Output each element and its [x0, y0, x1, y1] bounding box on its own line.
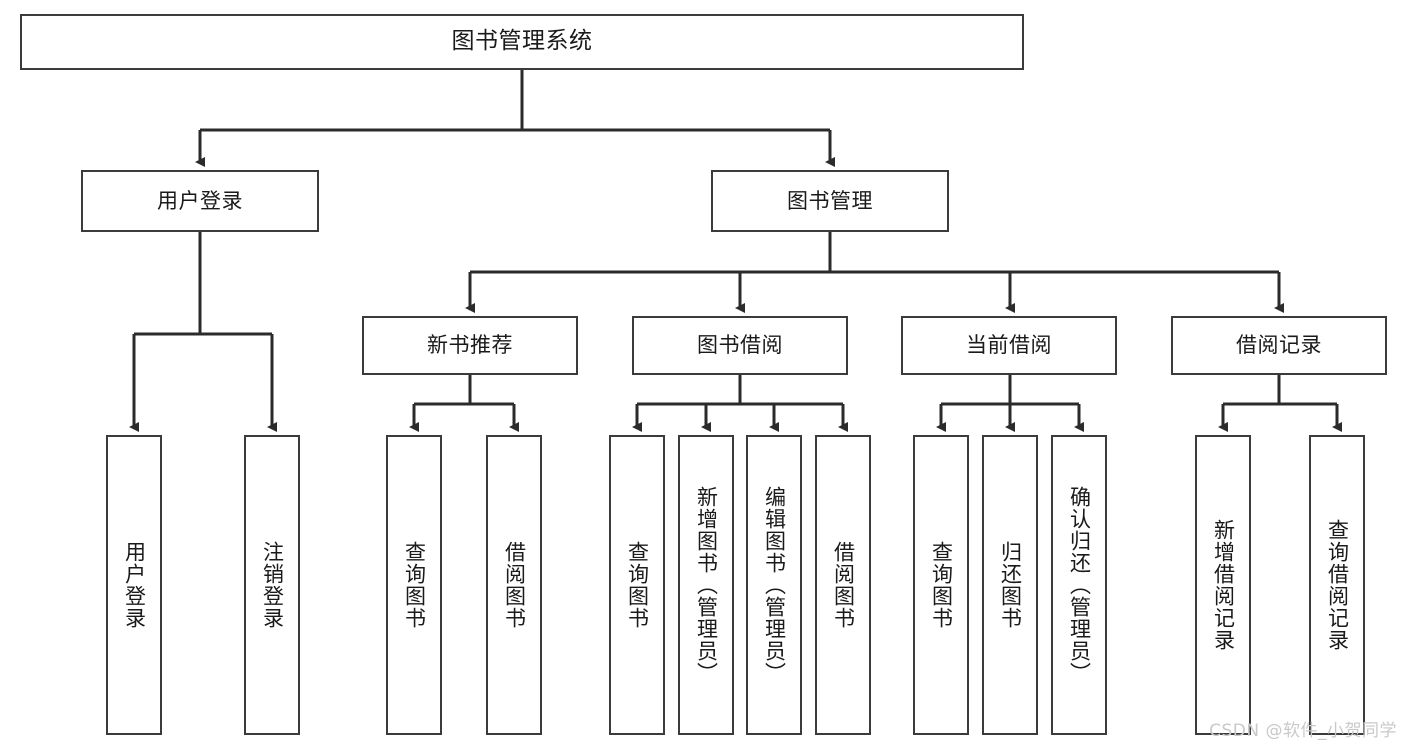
node-root-system[interactable]: 图书管理系统	[20, 14, 1024, 70]
leaf-borrow-record-add-label: 新增借阅记录	[1211, 519, 1236, 651]
node-book-manage-label: 图书管理	[787, 188, 873, 213]
leaf-current-borrow-query-label: 查询图书	[929, 541, 954, 629]
leaf-borrow-record-add[interactable]: 新增借阅记录	[1195, 435, 1251, 735]
node-book-borrow[interactable]: 图书借阅	[632, 316, 848, 375]
leaf-user-login-login[interactable]: 用户登录	[106, 435, 162, 735]
leaf-current-borrow-query[interactable]: 查询图书	[913, 435, 969, 735]
node-current-borrow-label: 当前借阅	[966, 333, 1052, 358]
leaf-user-login-logout-label: 注销登录	[260, 541, 285, 629]
leaf-new-book-query-label: 查询图书	[402, 541, 427, 629]
leaf-book-borrow-borrow-label: 借阅图书	[831, 541, 856, 629]
leaf-borrow-record-query[interactable]: 查询借阅记录	[1309, 435, 1365, 735]
leaf-user-login-logout[interactable]: 注销登录	[244, 435, 300, 735]
leaf-current-borrow-return[interactable]: 归还图书	[982, 435, 1038, 735]
leaf-book-borrow-query-label: 查询图书	[625, 541, 650, 629]
leaf-book-borrow-add[interactable]: 新增图书（管理员）	[678, 435, 734, 735]
leaf-current-borrow-confirm-return-label: 确认归还（管理员）	[1067, 486, 1092, 684]
node-book-manage[interactable]: 图书管理	[711, 170, 949, 232]
node-new-book-recommend[interactable]: 新书推荐	[362, 316, 578, 375]
leaf-new-book-borrow[interactable]: 借阅图书	[486, 435, 542, 735]
node-user-login[interactable]: 用户登录	[81, 170, 319, 232]
leaf-current-borrow-return-label: 归还图书	[998, 541, 1023, 629]
node-root-system-label: 图书管理系统	[451, 28, 593, 55]
node-new-book-recommend-label: 新书推荐	[427, 333, 513, 358]
node-current-borrow[interactable]: 当前借阅	[901, 316, 1117, 375]
leaf-book-borrow-add-label: 新增图书（管理员）	[694, 486, 719, 684]
leaf-book-borrow-edit[interactable]: 编辑图书（管理员）	[746, 435, 802, 735]
node-user-login-label: 用户登录	[157, 188, 243, 213]
leaf-book-borrow-borrow[interactable]: 借阅图书	[815, 435, 871, 735]
leaf-user-login-login-label: 用户登录	[122, 541, 147, 629]
leaf-current-borrow-confirm-return[interactable]: 确认归还（管理员）	[1051, 435, 1107, 735]
node-book-borrow-label: 图书借阅	[697, 333, 783, 358]
leaf-new-book-query[interactable]: 查询图书	[386, 435, 442, 735]
node-borrow-record[interactable]: 借阅记录	[1171, 316, 1387, 375]
leaf-book-borrow-edit-label: 编辑图书（管理员）	[762, 486, 787, 684]
node-borrow-record-label: 借阅记录	[1236, 333, 1322, 358]
leaf-book-borrow-query[interactable]: 查询图书	[609, 435, 665, 735]
leaf-new-book-borrow-label: 借阅图书	[502, 541, 527, 629]
leaf-borrow-record-query-label: 查询借阅记录	[1325, 519, 1350, 651]
